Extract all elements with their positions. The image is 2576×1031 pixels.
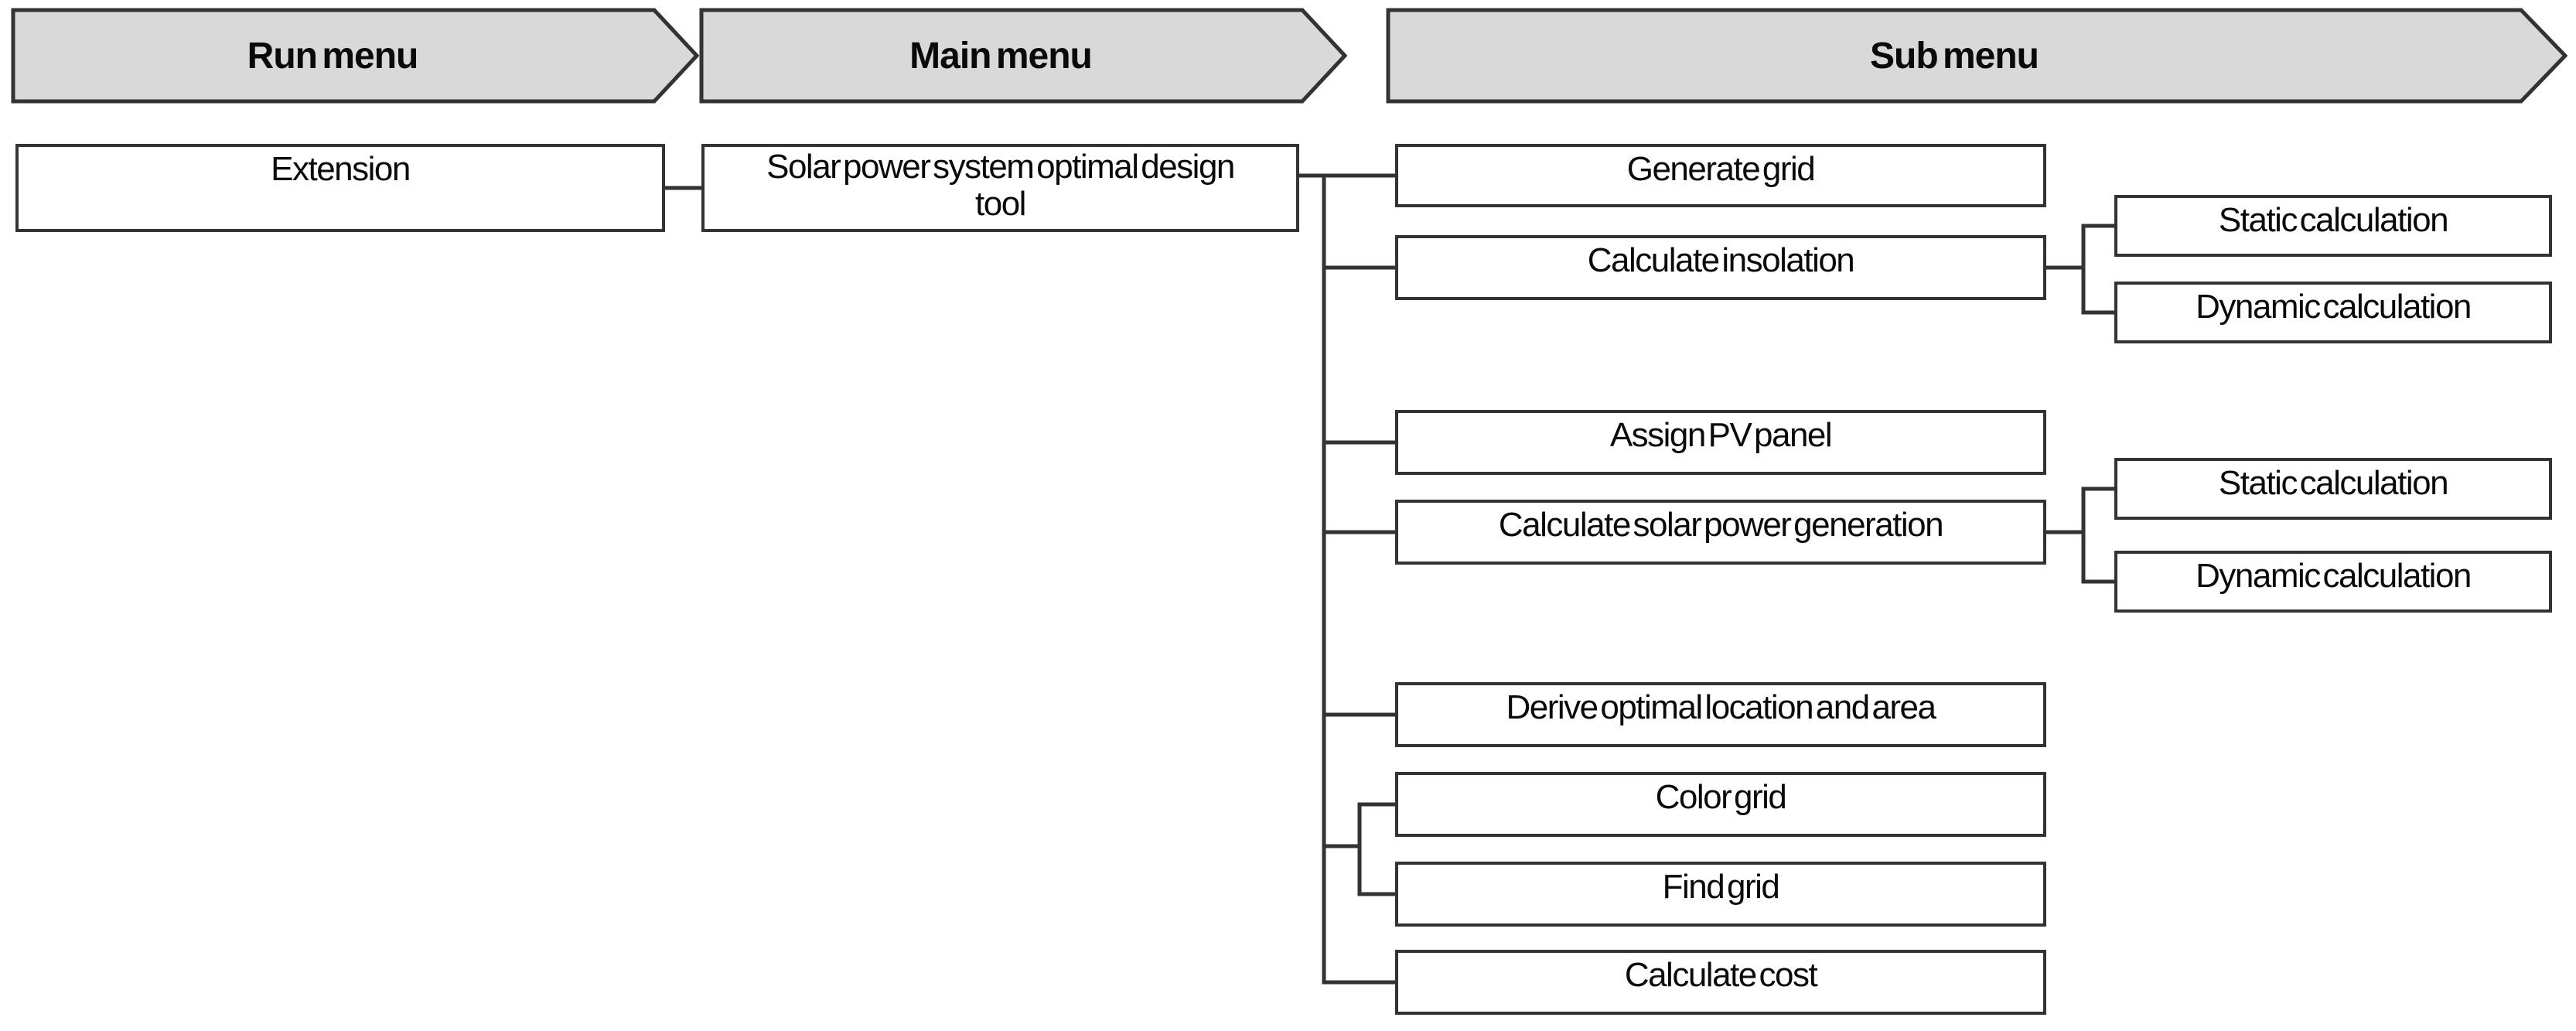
node-label: Generate grid: [1626, 150, 1816, 188]
node-label: Extension: [271, 150, 411, 188]
header-main-menu: Main menu: [699, 8, 1347, 104]
node-label: Find grid: [1662, 868, 1780, 906]
header-sub-menu: Sub menu: [1386, 8, 2567, 104]
chevron-arrow-icon: [1386, 8, 2567, 104]
node-calculate-insolation: Calculate insolation: [1395, 235, 2046, 300]
chevron-arrow-icon: [11, 8, 699, 104]
node-insolation-static-calculation: Static calculation: [2114, 195, 2552, 257]
node-label: Static calculation: [2218, 464, 2449, 502]
node-insolation-dynamic-calculation: Dynamic calculation: [2114, 282, 2552, 343]
node-color-grid: Color grid: [1395, 772, 2046, 837]
node-label: Calculate solar power generation: [1498, 506, 1944, 544]
node-find-grid: Find grid: [1395, 862, 2046, 927]
node-derive-optimal-location-and-area: Derive optimal location and area: [1395, 682, 2046, 747]
node-assign-pv-panel: Assign PV panel: [1395, 410, 2046, 475]
chevron-arrow-icon: [699, 8, 1347, 104]
node-calculate-solar-power-generation: Calculate solar power generation: [1395, 500, 2046, 565]
header-main-menu-label: Main menu: [909, 35, 1093, 77]
node-label: Derive optimal location and area: [1506, 688, 1936, 726]
node-calculate-cost: Calculate cost: [1395, 950, 2046, 1015]
node-label: Color grid: [1655, 778, 1787, 816]
header-run-menu-label: Run menu: [247, 35, 419, 77]
node-label: Solar power system optimal design tool: [766, 148, 1235, 223]
node-label: Assign PV panel: [1609, 416, 1833, 454]
node-label: Calculate insolation: [1587, 241, 1855, 279]
node-extension: Extension: [15, 144, 665, 232]
header-run-menu: Run menu: [11, 8, 699, 104]
node-generation-static-calculation: Static calculation: [2114, 458, 2552, 520]
node-label: Dynamic calculation: [2196, 557, 2472, 595]
node-solar-power-design-tool: Solar power system optimal design tool: [701, 144, 1299, 232]
header-sub-menu-label: Sub menu: [1869, 35, 2039, 77]
node-label: Static calculation: [2218, 201, 2449, 239]
node-generation-dynamic-calculation: Dynamic calculation: [2114, 551, 2552, 613]
node-label: Calculate cost: [1624, 956, 1818, 994]
node-label: Dynamic calculation: [2196, 288, 2472, 326]
node-generate-grid: Generate grid: [1395, 144, 2046, 207]
